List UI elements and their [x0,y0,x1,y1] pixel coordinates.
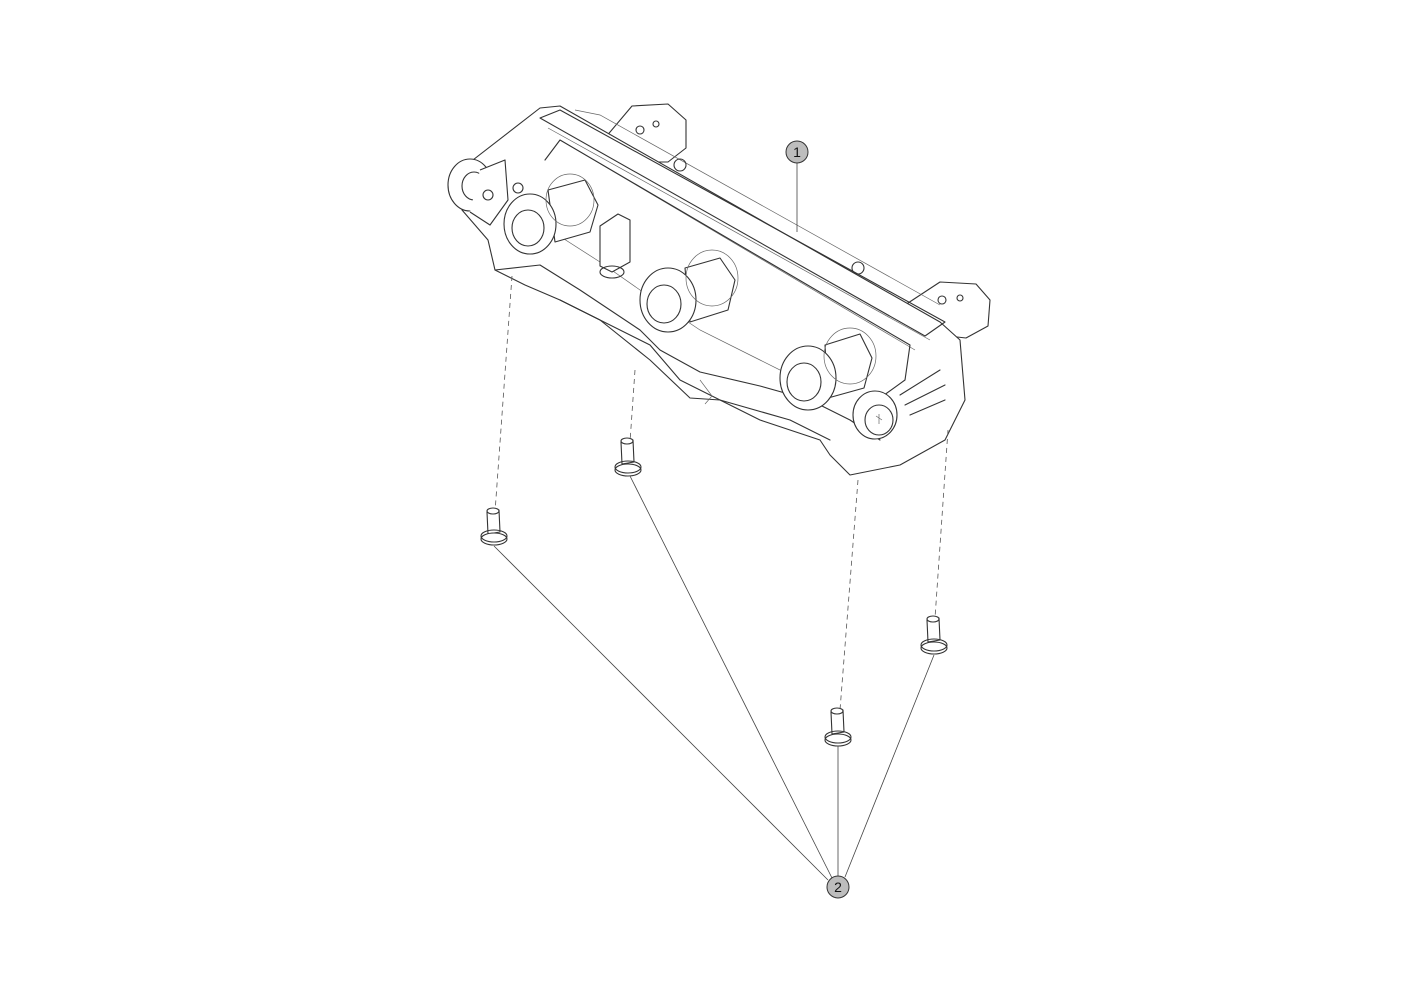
assembly-lines [494,275,949,711]
bracket-assembly [447,103,991,476]
callout-1: 1 [785,140,809,164]
roller-left [503,173,599,255]
roller-middle [639,249,739,333]
screw-icon [824,707,852,747]
screw-icon [614,437,642,477]
screw-icon [480,507,508,546]
callout-1-label: 1 [793,144,801,160]
callout-2-label: 2 [834,879,842,895]
roller-right [779,327,877,411]
screw-icon [920,615,948,655]
leader-lines [493,163,935,881]
callout-2: 2 [826,875,850,899]
